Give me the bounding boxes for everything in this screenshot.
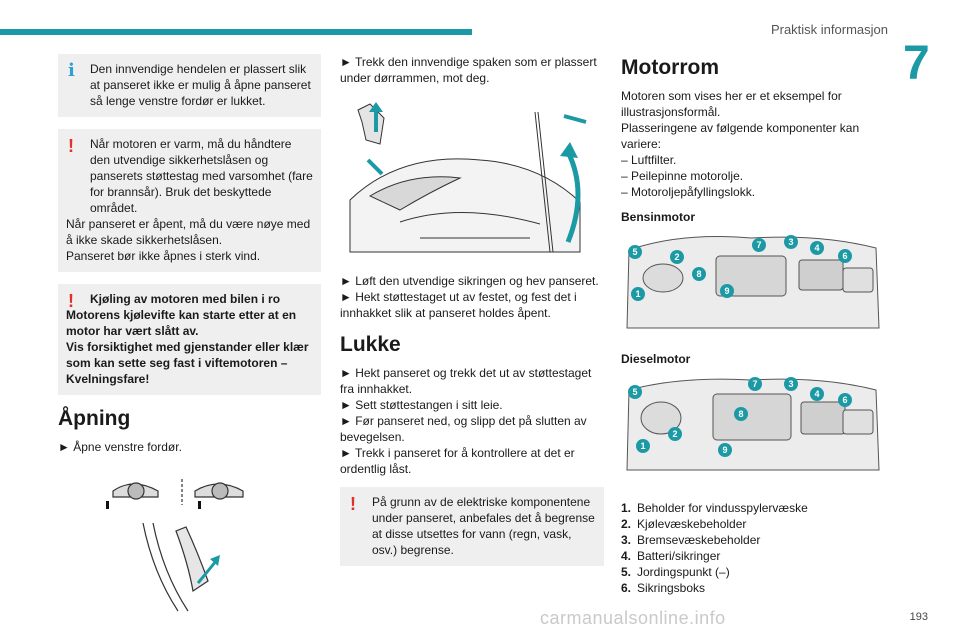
intro-item: – Peilepinne motorolje. — [621, 169, 744, 183]
diesel-engine-illustration: 1 2 3 4 5 6 7 8 9 — [626, 377, 880, 471]
warning-text: Når panseret er åpent, må du være nøye m… — [66, 217, 311, 247]
step-open-door: ► Åpne venstre fordør. — [58, 440, 182, 454]
callout-7: 7 — [756, 240, 761, 250]
heading-opening: Åpning — [58, 407, 131, 430]
legend-item: 3.Bremsevæskebeholder — [621, 533, 761, 547]
callout-1: 1 — [640, 441, 645, 451]
callout-5: 5 — [632, 387, 637, 397]
column-middle: ► Trekk den innvendige spaken som er pla… — [340, 54, 604, 578]
warning-text: Vis forsiktighet med gjenstander eller k… — [66, 340, 309, 386]
callout-3: 3 — [788, 379, 793, 389]
watermark: carmanualsonline.info — [540, 608, 726, 628]
petrol-engine-label: Bensinmotor — [621, 210, 696, 224]
legend-item: 5.Jordingspunkt (–) — [621, 565, 730, 579]
step-lift-safety: ► Løft den utvendige sikringen og hev pa… — [340, 274, 599, 288]
warning-text: På grunn av de elektriske komponentene u… — [372, 495, 595, 557]
close-step: ► Sett støttestangen i sitt leie. — [340, 398, 503, 412]
warning-title: Kjøling av motoren med bilen i ro — [90, 292, 281, 306]
warning-icon: ! — [68, 291, 74, 311]
column-left: i Den innvendige hendelen er plassert sl… — [58, 54, 321, 618]
callout-6: 6 — [842, 251, 847, 261]
callout-2: 2 — [672, 429, 677, 439]
intro-text: Plasseringene av følgende komponenter ka… — [621, 121, 860, 151]
callout-7: 7 — [752, 379, 757, 389]
warning-icon: ! — [350, 494, 356, 514]
header-accent-bar — [0, 29, 472, 35]
door-lever-illustration — [106, 479, 244, 612]
info-text: Den innvendige hendelen er plassert slik… — [90, 62, 311, 108]
warning-text: Motorens kjølevifte kan starte etter at … — [66, 308, 297, 338]
step-hook-stay: ► Hekt støttestaget ut av festet, og fes… — [340, 290, 577, 320]
heading-engine-compartment: Motorrom — [621, 56, 719, 79]
callout-2: 2 — [674, 252, 679, 262]
info-box: i Den innvendige hendelen er plassert sl… — [58, 54, 321, 117]
intro-text: Motoren som vises her er et eksempel for… — [621, 89, 842, 119]
callout-9: 9 — [724, 286, 729, 296]
close-step: ► Før panseret ned, og slipp det på slut… — [340, 414, 587, 444]
section-title: Praktisk informasjon — [770, 22, 888, 37]
diesel-engine-label: Dieselmotor — [621, 352, 691, 366]
close-step: ► Hekt panseret og trekk det ut av støtt… — [340, 366, 592, 396]
hood-opening-illustration — [349, 102, 587, 253]
legend-item: 4.Batteri/sikringer — [621, 549, 721, 563]
petrol-engine-illustration: 1 2 3 4 5 6 7 8 9 — [626, 235, 880, 329]
warning-icon: ! — [68, 136, 74, 156]
callout-6: 6 — [842, 395, 847, 405]
warning-text: Når motoren er varm, må du håndtere den … — [90, 137, 313, 215]
warning-box-hot-engine: ! Når motoren er varm, må du håndtere de… — [58, 129, 321, 272]
callout-4: 4 — [814, 389, 819, 399]
step-pull-lever: ► Trekk den innvendige spaken som er pla… — [340, 55, 597, 85]
column-right: Motorrom Motoren som vises her er et eks… — [621, 54, 884, 596]
heading-closing: Lukke — [340, 333, 401, 356]
callout-3: 3 — [788, 237, 793, 247]
callout-8: 8 — [738, 409, 743, 419]
close-step: ► Trekk i panseret for å kontrollere at … — [340, 446, 575, 476]
warning-box-electrical: ! På grunn av de elektriske komponentene… — [340, 487, 604, 566]
warning-text: Panseret bør ikke åpnes i sterk vind. — [66, 249, 261, 263]
callout-8: 8 — [696, 269, 701, 279]
legend-item: 1.Beholder for vindusspylervæske — [621, 501, 808, 515]
callout-9: 9 — [722, 445, 727, 455]
intro-item: – Motoroljepåfyllingslokk. — [621, 185, 756, 199]
legend-item: 6.Sikringsboks — [621, 581, 706, 595]
callout-1: 1 — [635, 289, 640, 299]
legend-item: 2.Kjølevæskebeholder — [621, 517, 747, 531]
intro-item: – Luftfilter. — [621, 153, 677, 167]
callout-5: 5 — [632, 247, 637, 257]
callout-4: 4 — [814, 243, 819, 253]
chapter-number: 7 — [903, 37, 930, 90]
component-legend: 1.Beholder for vindusspylervæske 2.Kjøle… — [621, 500, 884, 596]
info-icon: i — [68, 60, 75, 81]
page-number: 193 — [909, 611, 928, 623]
warning-box-cooling-fan: ! Kjøling av motoren med bilen i ro Moto… — [58, 284, 321, 395]
